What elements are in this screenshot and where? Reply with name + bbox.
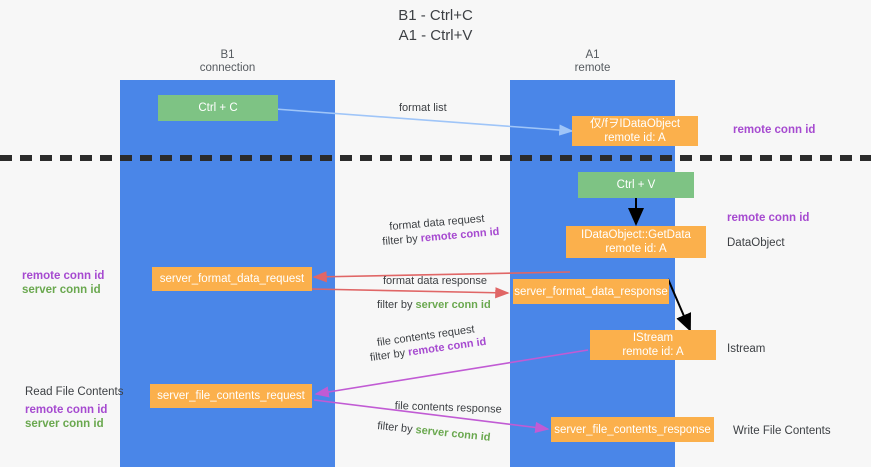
phase-divider [0, 155, 871, 161]
box-idataobject-remote-line2: remote id: A [604, 132, 666, 144]
flow-label-file-contents-response-filter: filter by server conn id [377, 419, 492, 445]
lane-header-b1-name: B1 [220, 49, 235, 61]
box-server-file-contents-request[interactable]: server_file_contents_request [150, 384, 312, 408]
filter-prefix: filter by [377, 299, 416, 311]
box-server-file-contents-response-label: server_file_contents_response [554, 423, 711, 436]
box-server-format-data-request[interactable]: server_format_data_request [152, 267, 312, 291]
side-label-left-remote-conn-id-bot: remote conn id [25, 404, 108, 416]
flow-label-format-data-response-filter: filter by server conn id [377, 298, 491, 312]
side-label-istream: Istream [727, 343, 766, 355]
page-title: B1 - Ctrl+C A1 - Ctrl+V [0, 6, 871, 46]
side-label-write-file-contents: Write File Contents [733, 425, 831, 437]
title-line-2: A1 - Ctrl+V [398, 27, 473, 44]
box-server-file-contents-response[interactable]: server_file_contents_response [551, 417, 714, 442]
flow-label-format-list: format list [399, 102, 447, 114]
side-label-dataobject: DataObject [727, 237, 785, 249]
side-label-left-remote-conn-id-mid: remote conn id [22, 270, 105, 282]
filter-key-server-conn-id: server conn id [415, 299, 491, 311]
lane-header-b1-sub: connection [199, 62, 256, 74]
side-label-read-file-contents: Read File Contents [25, 386, 124, 398]
lane-header-a1-name: A1 [585, 49, 600, 61]
side-label-remote-conn-id-mid: remote conn id [727, 212, 810, 224]
filter-prefix: filter by [369, 346, 410, 365]
box-getdata-line2: remote id: A [605, 243, 667, 255]
filter-prefix: filter by [381, 232, 422, 249]
lane-header-a1: A1 remote [545, 49, 640, 75]
box-server-file-contents-request-label: server_file_contents_request [157, 390, 305, 402]
box-ctrl-c[interactable]: Ctrl + C [158, 95, 278, 121]
box-istream-line2: remote id: A [622, 346, 684, 358]
side-label-remote-conn-id-top: remote conn id [733, 124, 816, 136]
title-line-1: B1 - Ctrl+C [398, 7, 473, 24]
box-server-format-data-response[interactable]: server_format_data_response [513, 279, 669, 304]
box-ctrl-c-label: Ctrl + C [198, 102, 238, 114]
side-label-left-server-conn-id-bot: server conn id [25, 418, 104, 430]
filter-prefix: filter by [376, 419, 417, 436]
box-ctrl-v[interactable]: Ctrl + V [578, 172, 694, 198]
lane-header-a1-sub: remote [574, 62, 611, 74]
box-idataobject-remote[interactable]: 仅/fヲIDataObject remote id: A [572, 116, 698, 146]
box-server-format-data-request-label: server_format_data_request [159, 273, 305, 285]
box-getdata-line1: IDataObject::GetData [581, 229, 691, 241]
box-idataobject-getdata[interactable]: IDataObject::GetData remote id: A [566, 226, 706, 258]
flow-label-format-data-response: format data response [383, 275, 487, 287]
filter-key-server-conn-id: server conn id [414, 424, 491, 444]
lane-header-b1: B1 connection [150, 49, 305, 75]
flow-label-file-contents-response: file contents response [394, 399, 502, 416]
box-idataobject-remote-line1: 仅/fヲIDataObject [589, 118, 681, 130]
box-server-format-data-response-label: server_format_data_response [514, 285, 668, 298]
side-label-left-server-conn-id-mid: server conn id [22, 284, 101, 296]
box-ctrl-v-label: Ctrl + V [616, 179, 656, 191]
box-istream-line1: IStream [632, 332, 674, 344]
box-istream[interactable]: IStream remote id: A [590, 330, 716, 360]
